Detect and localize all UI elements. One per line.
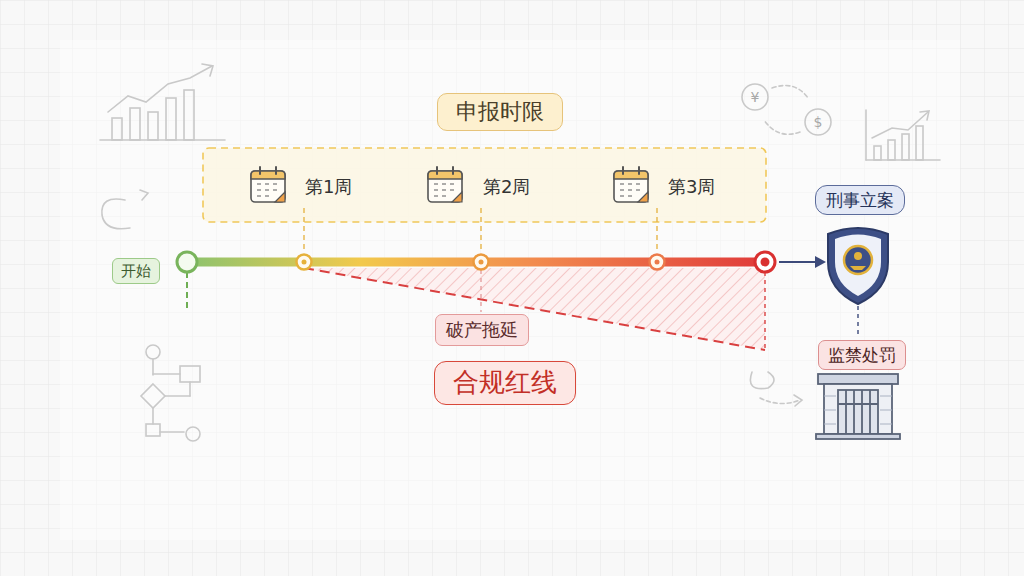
node-text: 监禁处罚 [828, 345, 896, 365]
start-tag: 开始 [112, 258, 160, 284]
start-dot [177, 252, 197, 272]
penalty-tag: 监禁处罚 [818, 340, 906, 370]
panel [60, 40, 960, 540]
week-label: 第1周 [305, 176, 352, 198]
node-text: 申报时限 [456, 99, 544, 125]
case-tag: 刑事立案 [815, 185, 905, 215]
currency-symbol: ¥ [751, 89, 760, 106]
decor [100, 64, 940, 441]
week-label: 第3周 [668, 176, 715, 198]
start-leader [186, 272, 188, 312]
delay-wedge [304, 268, 765, 350]
end-dot [755, 252, 775, 272]
calendar-icon [614, 167, 648, 202]
node-text: 刑事立案 [826, 190, 894, 210]
leader-line [764, 272, 765, 350]
leader-line [857, 306, 858, 338]
deadline-band [203, 148, 766, 222]
end-dot-core [761, 258, 770, 267]
week-label: 第2周 [483, 176, 530, 198]
delay-tag: 破产拖延 [435, 314, 529, 346]
node-text: 破产拖延 [446, 319, 518, 341]
jail-icon [816, 374, 900, 439]
week-leaders [304, 208, 657, 252]
calendar-icon [251, 167, 285, 202]
leader-line [480, 270, 481, 312]
calendar-icon [428, 167, 462, 202]
police-shield [828, 228, 888, 304]
arrow-line [779, 261, 818, 263]
section-heading: 申报时限 [437, 93, 563, 131]
redline-dash [304, 268, 765, 350]
node-text: 开始 [121, 262, 151, 280]
week-dots [297, 255, 665, 270]
node-text: 合规红线 [453, 367, 557, 398]
currency-symbol: $ [814, 114, 823, 131]
arrow-head [815, 256, 826, 268]
redline-tag: 合规红线 [434, 361, 576, 404]
